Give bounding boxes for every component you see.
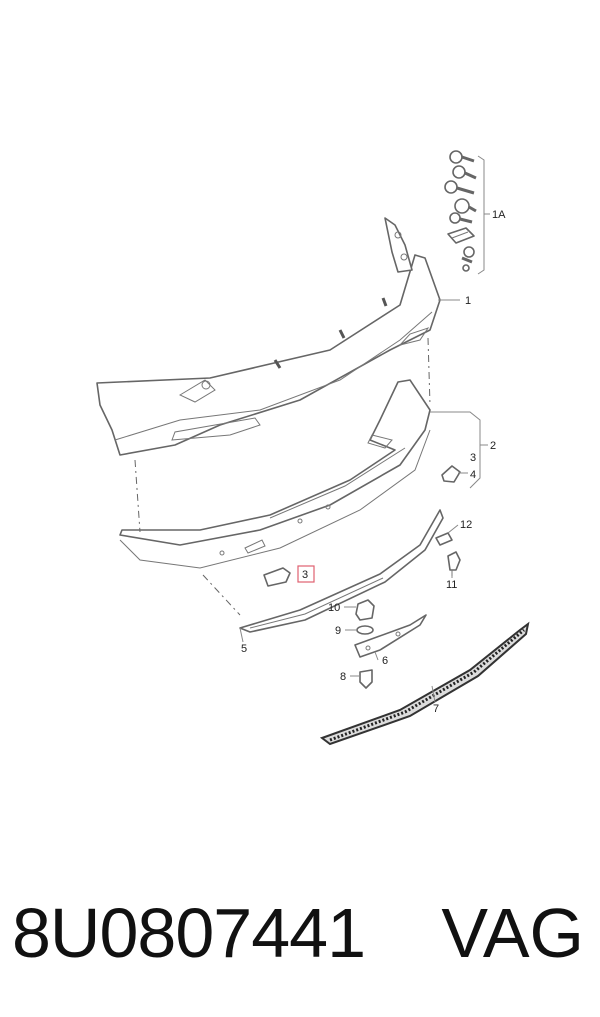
- callout-10: 10: [328, 602, 340, 614]
- clip-icon: [461, 246, 475, 272]
- callout-1a: 1A: [492, 209, 506, 221]
- callout-12: 12: [460, 519, 472, 531]
- part-number: 8U0807441: [12, 894, 366, 972]
- leader-lines: [239, 299, 488, 703]
- callout-3-group: 3: [470, 452, 476, 464]
- callout-7: 7: [433, 703, 439, 715]
- callout-3-highlighted: 3: [302, 569, 308, 581]
- hardware-kit-1a: [444, 150, 490, 275]
- screw-icon: [454, 198, 477, 214]
- callout-5: 5: [241, 643, 247, 655]
- clip-part-12: [435, 532, 453, 546]
- cap-part-4: [441, 465, 461, 483]
- callout-8: 8: [340, 671, 346, 683]
- callout-11: 11: [446, 579, 457, 591]
- screw-icon: [449, 212, 473, 224]
- assembly-lines: [134, 337, 431, 616]
- callout-1: 1: [465, 295, 471, 307]
- clip-icon: [447, 227, 475, 244]
- exploded-parts-diagram: 1A 1 2 3 4 3 5 6 7 8 9 10 11 12: [96, 150, 530, 746]
- clip-part-8: [359, 669, 373, 689]
- screw-part-11: [447, 551, 461, 576]
- trim-strip: [239, 509, 444, 633]
- washer-part-9: [356, 625, 374, 635]
- callout-9: 9: [335, 625, 341, 637]
- screw-icon: [449, 150, 475, 164]
- screw-icon: [444, 180, 475, 195]
- callout-labels: 1A 1 2 3 4 3 5 6 7 8 9 10 11 12: [241, 209, 506, 715]
- callout-6: 6: [382, 655, 388, 667]
- nut-part-10: [355, 599, 375, 621]
- highlight-box: [297, 565, 315, 583]
- screw-icon: [452, 165, 477, 180]
- bracket-part-6: [354, 614, 427, 658]
- bumper-cover-lower: [119, 379, 431, 569]
- callout-4: 4: [470, 469, 476, 481]
- grille-mesh: [319, 621, 530, 746]
- bumper-cover-upper: [96, 217, 441, 456]
- brand-name: VAG: [441, 894, 584, 972]
- tow-hook-cover: [263, 567, 291, 587]
- callout-2: 2: [490, 440, 496, 452]
